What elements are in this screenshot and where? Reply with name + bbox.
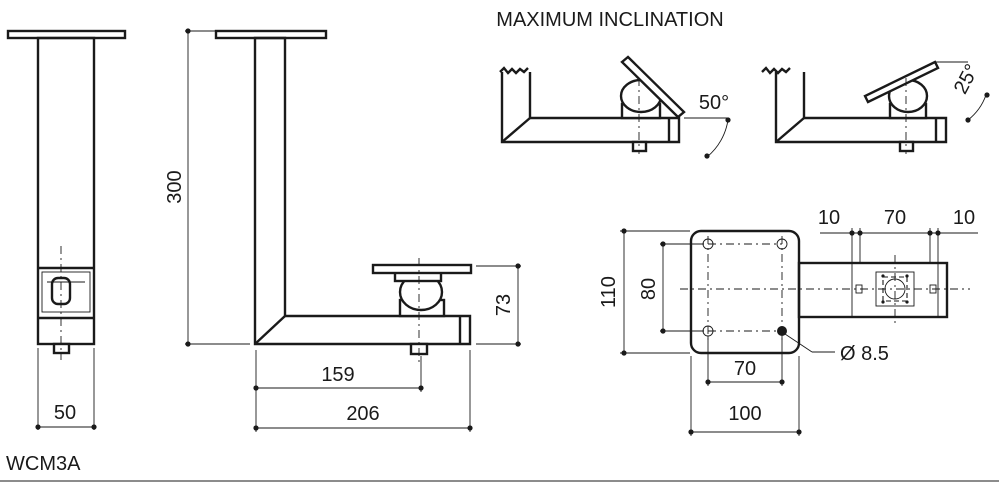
model-label: WCM3A — [6, 453, 81, 475]
dim-label-110: 110 — [598, 276, 620, 308]
top-view: 110 80 70 100 Ø 8.5 10 — [598, 207, 978, 436]
side-saddle-plate — [371, 263, 473, 275]
dim-label-10-left: 10 — [818, 207, 840, 229]
front-tube — [36, 36, 96, 346]
mount-hole — [776, 238, 788, 250]
dim-label-80: 80 — [638, 278, 660, 300]
inclination-view-25: 25° — [761, 60, 990, 154]
dim-label-300: 300 — [164, 170, 186, 203]
front-view: 50 — [6, 29, 127, 430]
side-view: 300 73 159 206 — [164, 28, 521, 432]
dim-label-73: 73 — [493, 294, 515, 316]
angle-label-25: 25° — [950, 61, 984, 98]
tilted-plate-50 — [620, 55, 686, 119]
dim-label-10-right: 10 — [953, 207, 975, 229]
dim-label-159: 159 — [321, 364, 354, 386]
inclination-title: MAXIMUM INCLINATION — [496, 9, 723, 31]
dim-label-50: 50 — [54, 402, 76, 424]
dim-label-70-upper: 70 — [884, 207, 906, 229]
dim-label-70-lower: 70 — [734, 358, 756, 380]
angle-label-50: 50° — [699, 92, 729, 114]
inclination-view-50: 50° — [499, 55, 731, 159]
dim-label-206: 206 — [346, 403, 379, 425]
front-bolt — [52, 342, 71, 355]
mount-hole — [777, 326, 787, 336]
tilted-plate-25 — [863, 60, 940, 104]
arm-top — [797, 261, 949, 319]
dim-label-hole-diameter: Ø 8.5 — [840, 343, 889, 365]
dim-label-100: 100 — [728, 403, 761, 425]
